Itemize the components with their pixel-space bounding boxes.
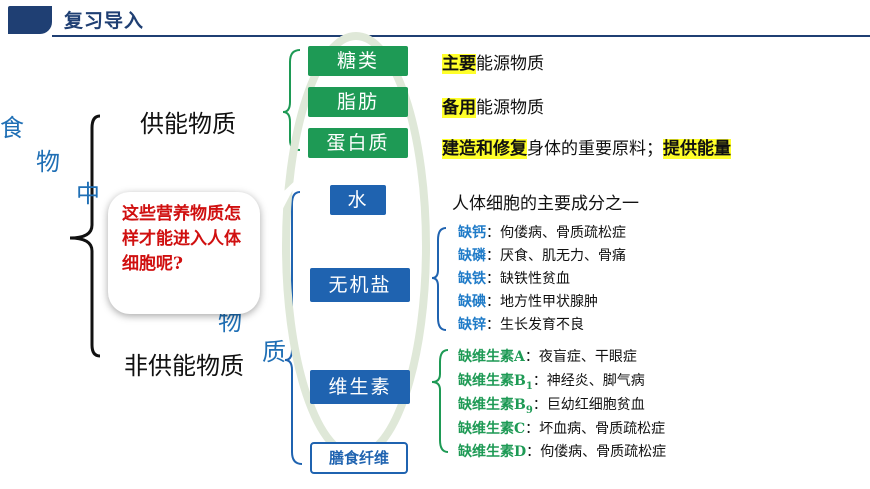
item-protein: 蛋白质	[308, 128, 408, 158]
side-title-char: 中	[76, 180, 100, 208]
mineral-iodine: 缺碘：地方性甲状腺肿	[458, 294, 598, 310]
sugar-description: 主要能源物质	[442, 54, 544, 74]
side-title-char: 质	[262, 338, 286, 366]
item-water: 水	[330, 185, 386, 215]
vitamin-b1: 缺维生素B1：神经炎、脚气病	[458, 373, 645, 392]
side-title-char: 食	[0, 114, 24, 142]
vitamin-d: 缺维生素D：佝偻病、骨质疏松症	[458, 444, 667, 460]
question-bubble	[108, 192, 260, 314]
item-vitamins: 维生素	[310, 370, 410, 404]
item-minerals: 无机盐	[310, 268, 410, 302]
side-title-char: 物	[36, 148, 60, 176]
fat-description: 备用能源物质	[442, 98, 544, 118]
category-non-energy: 非供能物质	[124, 352, 244, 380]
mineral-calcium: 缺钙：佝偻病、骨质疏松症	[458, 225, 626, 241]
header-accent-block	[8, 6, 52, 34]
item-fat: 脂肪	[308, 87, 408, 117]
mineral-zinc: 缺锌：生长发育不良	[458, 317, 584, 333]
vitamin-a: 缺维生素A：夜盲症、干眼症	[458, 349, 637, 365]
category-energy: 供能物质	[140, 110, 236, 138]
item-dietary-fiber: 膳食纤维	[310, 442, 408, 474]
page-title: 复习导入	[64, 10, 145, 32]
mineral-iron: 缺铁：缺铁性贫血	[458, 271, 570, 287]
vitamin-b9: 缺维生素B9：巨幼红细胞贫血	[458, 397, 645, 416]
water-description: 人体细胞的主要成分之一	[452, 194, 639, 214]
header-divider	[52, 35, 870, 37]
mineral-phosphorus: 缺磷：厌食、肌无力、骨痛	[458, 248, 626, 264]
question-text: 这些营养物质怎样才能进入人体细胞呢?	[122, 204, 241, 274]
protein-description: 建造和修复身体的重要原料；提供能量	[442, 139, 731, 159]
item-sugar: 糖类	[308, 46, 408, 76]
vitamin-c: 缺维生素C：坏血病、骨质疏松症	[458, 421, 666, 437]
